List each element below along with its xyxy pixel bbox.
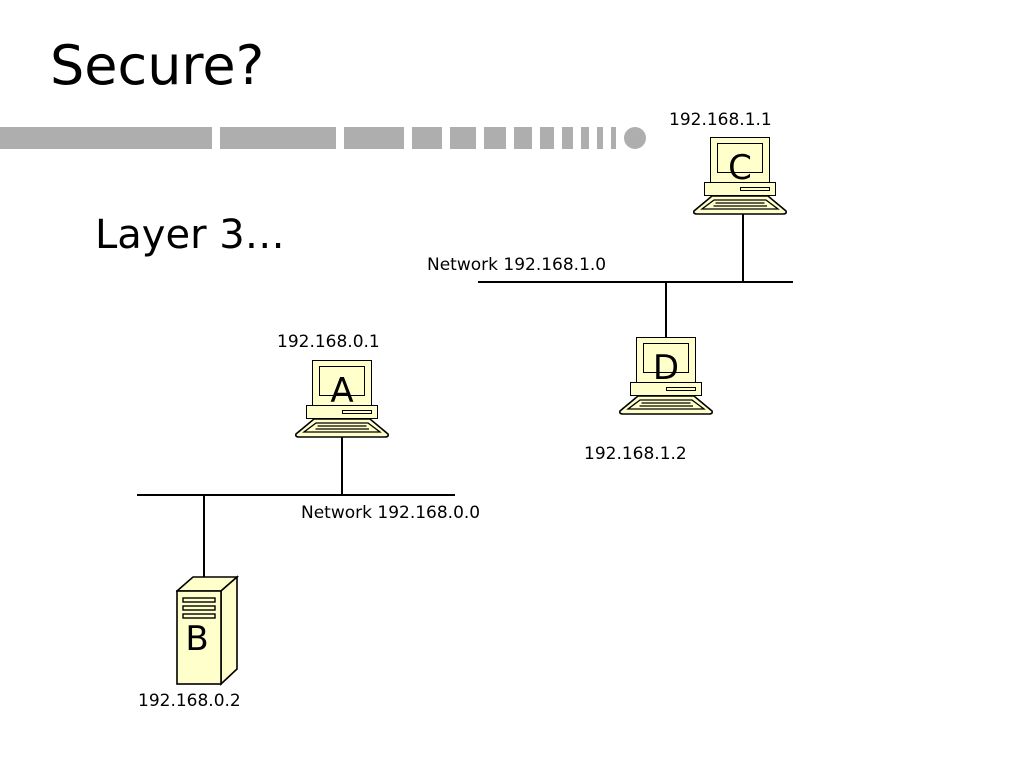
computer-node-a[interactable]: A	[294, 360, 390, 438]
monitor-screen-icon	[717, 143, 763, 173]
link-line-a	[341, 437, 343, 495]
divider-segment-8	[562, 127, 573, 149]
computer-label-a: A	[330, 371, 354, 411]
divider-segment-4	[450, 127, 476, 149]
divider-segment-11	[611, 127, 616, 149]
divider-segment-2	[344, 127, 404, 149]
ip-label-a: 192.168.0.1	[277, 332, 380, 352]
network-lower-bus-line	[137, 494, 455, 496]
monitor-base-slot-icon	[740, 187, 770, 191]
divider-segment-0	[0, 127, 212, 149]
server-label-b: B	[185, 619, 209, 659]
computer-node-d[interactable]: D	[618, 337, 714, 415]
decorative-divider	[0, 127, 660, 149]
monitor-base-slot-icon	[342, 410, 372, 414]
divider-segment-10	[597, 127, 603, 149]
link-line-b	[203, 494, 205, 580]
divider-segment-1	[220, 127, 336, 149]
server-node-b[interactable]: B	[176, 574, 240, 686]
computer-label-c: C	[728, 148, 752, 188]
ip-label-c: 192.168.1.1	[669, 110, 772, 130]
network-upper-label: Network 192.168.1.0	[427, 255, 607, 275]
keyboard-icon	[692, 195, 788, 215]
network-lower-label: Network 192.168.0.0	[301, 503, 481, 523]
monitor-screen-icon	[643, 343, 689, 373]
ip-label-d: 192.168.1.2	[584, 444, 687, 464]
computer-label-d: D	[652, 348, 680, 388]
link-line-d	[665, 281, 667, 338]
network-upper-bus-line	[478, 281, 793, 283]
divider-segment-6	[514, 127, 532, 149]
keyboard-icon	[294, 418, 390, 438]
monitor-screen-icon	[319, 366, 365, 396]
divider-segment-9	[581, 127, 589, 149]
slide-subtitle: Layer 3…	[95, 212, 285, 258]
divider-segment-3	[412, 127, 442, 149]
page-title: Secure?	[50, 34, 265, 97]
link-line-c	[742, 214, 744, 282]
divider-segment-5	[484, 127, 506, 149]
monitor-base-slot-icon	[666, 387, 696, 391]
keyboard-icon	[618, 395, 714, 415]
ip-label-b: 192.168.0.2	[138, 691, 241, 711]
computer-node-c[interactable]: C	[692, 137, 788, 215]
divider-dot	[624, 127, 646, 149]
divider-segment-7	[540, 127, 554, 149]
